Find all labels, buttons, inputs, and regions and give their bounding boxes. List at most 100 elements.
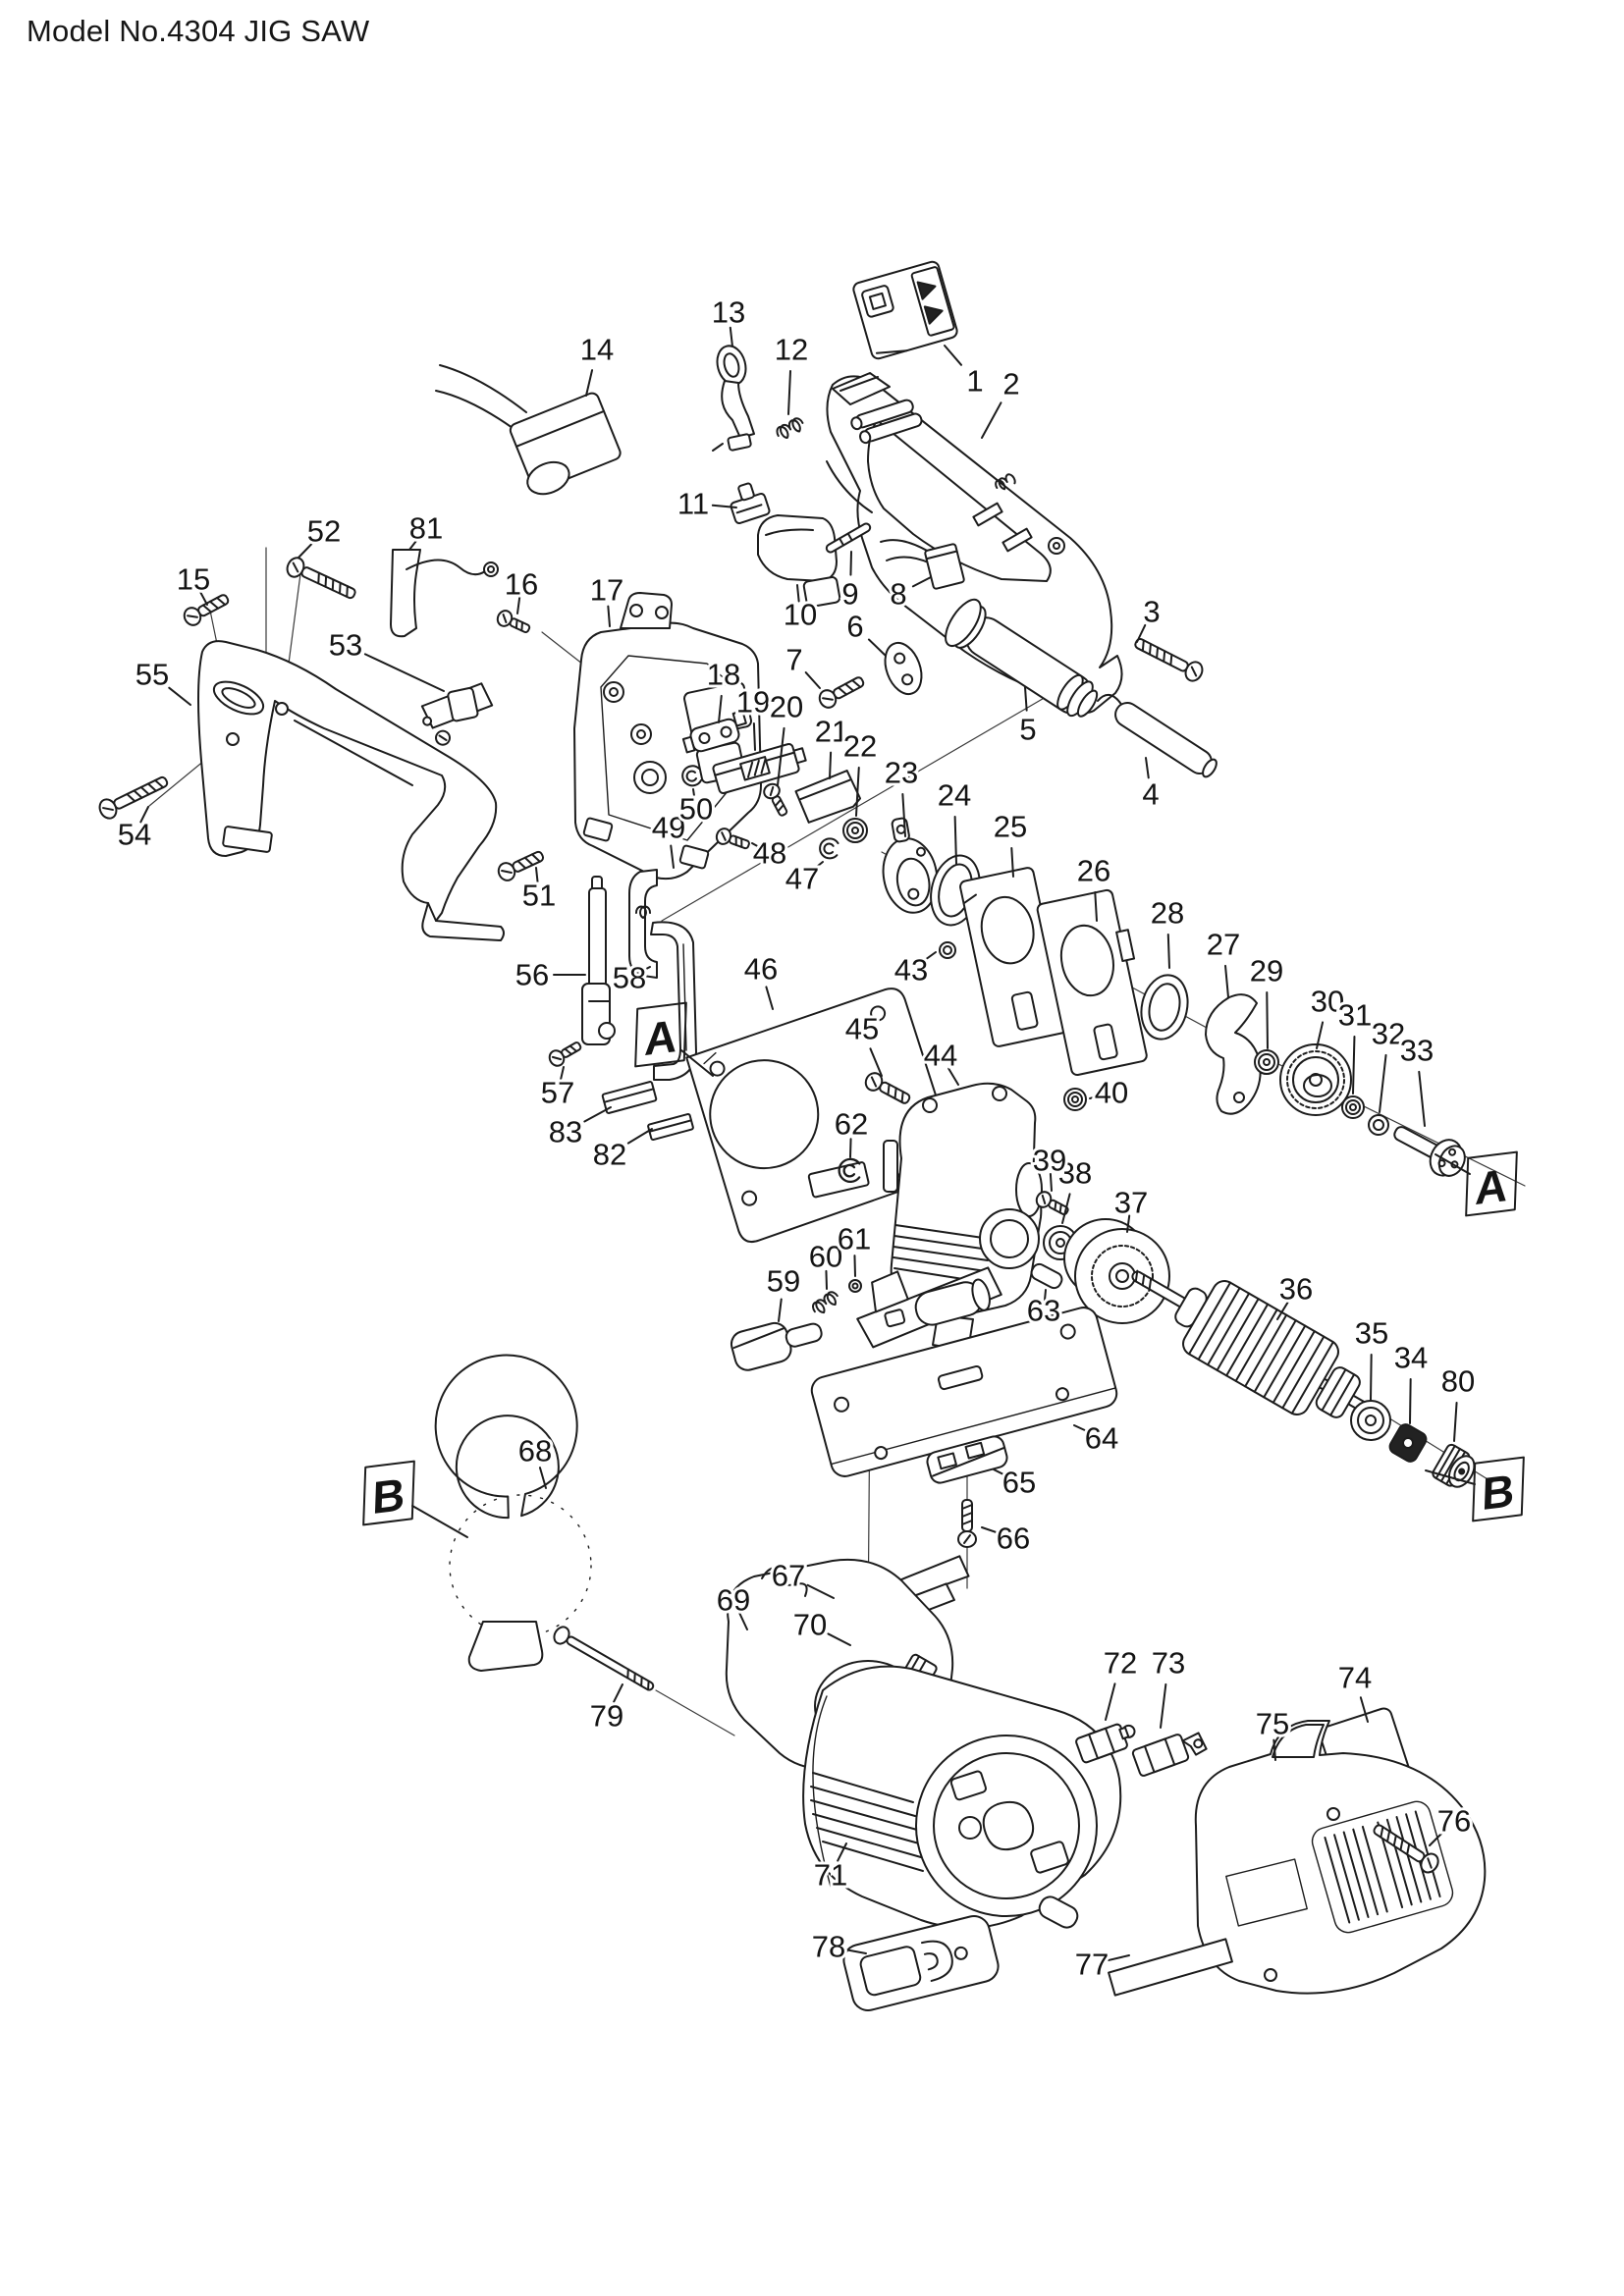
part-8-capacitor — [880, 539, 965, 590]
callout-leader-57 — [559, 1066, 565, 1083]
part-60-spring — [812, 1291, 839, 1314]
part-number-65: 65 — [1002, 1466, 1036, 1500]
callout-leader-55 — [168, 686, 191, 706]
part-number-1: 1 — [966, 364, 983, 399]
part-47-e-ring — [816, 835, 842, 862]
callout-leader-9 — [849, 551, 852, 576]
view-marker-a: A — [1465, 1150, 1518, 1217]
callout-leader-43 — [921, 951, 937, 963]
part-number-6: 6 — [846, 610, 863, 644]
callout-leader-19 — [752, 721, 756, 751]
callout-leader-37 — [1126, 1214, 1131, 1233]
part-number-64: 64 — [1085, 1421, 1118, 1456]
part-14-noise-suppressor — [435, 364, 622, 496]
part-number-16: 16 — [505, 567, 538, 602]
callout-leader-25 — [1010, 846, 1014, 878]
part-30-gear — [1279, 1043, 1352, 1116]
part-26-guide-plate-b — [1036, 888, 1148, 1077]
part-number-53: 53 — [329, 628, 362, 663]
part-number-5: 5 — [1019, 713, 1036, 747]
part-1-switch — [852, 260, 958, 360]
part-9-pin — [825, 522, 872, 554]
part-number-52: 52 — [307, 514, 341, 549]
callout-leader-32 — [1379, 1053, 1387, 1113]
part-number-21: 21 — [815, 715, 848, 749]
part-number-30: 30 — [1311, 985, 1344, 1019]
callout-leader-16 — [516, 596, 521, 614]
part-number-28: 28 — [1151, 896, 1184, 931]
part-71-motor-housing — [802, 1665, 1122, 1930]
part-number-11: 11 — [677, 487, 709, 521]
part-number-54: 54 — [118, 818, 151, 852]
marker-leader-b — [1425, 1469, 1476, 1485]
part-63-pin — [1030, 1262, 1063, 1290]
part-35-bearing — [1350, 1400, 1391, 1441]
callout-leader-27 — [1224, 964, 1229, 998]
part-21-guide-plate — [794, 770, 862, 824]
part-29-bearing — [1254, 1049, 1279, 1075]
part-56-plunger-rod — [581, 876, 616, 1045]
part-number-51: 51 — [522, 879, 556, 913]
part-number-8: 8 — [890, 577, 906, 612]
part-number-33: 33 — [1400, 1034, 1434, 1068]
part-34-rubber-pin — [1388, 1423, 1428, 1463]
callout-leader-4 — [1145, 757, 1150, 779]
part-number-19: 19 — [736, 685, 770, 720]
part-number-81: 81 — [409, 511, 443, 546]
part-number-79: 79 — [590, 1699, 623, 1734]
part-27-regulator-lever — [1205, 993, 1262, 1115]
part-number-63: 63 — [1027, 1294, 1060, 1328]
part-number-31: 31 — [1338, 998, 1372, 1033]
part-68-ring — [434, 1354, 592, 1672]
part-number-72: 72 — [1104, 1646, 1137, 1681]
part-number-38: 38 — [1058, 1156, 1092, 1191]
part-number-40: 40 — [1095, 1076, 1128, 1110]
marker-leader-b — [411, 1505, 468, 1538]
callout-leader-47 — [810, 861, 824, 873]
callout-leader-12 — [787, 369, 792, 415]
part-number-10: 10 — [784, 598, 817, 632]
part-number-76: 76 — [1437, 1804, 1471, 1839]
part-number-32: 32 — [1372, 1017, 1405, 1051]
part-18-blade-clamp — [681, 710, 747, 754]
part-number-25: 25 — [994, 810, 1027, 844]
callout-leader-10 — [796, 584, 800, 603]
callout-leader-17 — [607, 605, 611, 627]
part-32-washer — [1368, 1114, 1389, 1136]
part-81-wire-guard — [390, 549, 499, 638]
part-number-43: 43 — [894, 953, 928, 988]
part-73-brush-cap — [1131, 1732, 1208, 1777]
part-number-50: 50 — [679, 792, 713, 827]
leader-lines-layer — [139, 326, 1458, 1961]
part-number-24: 24 — [938, 778, 971, 813]
part-number-35: 35 — [1355, 1316, 1388, 1351]
part-54-screw — [95, 771, 172, 823]
view-marker-letter: A — [643, 1010, 677, 1065]
callout-leader-63 — [1043, 1289, 1047, 1303]
callout-leader-38 — [1061, 1193, 1071, 1224]
part-number-49: 49 — [652, 811, 685, 845]
part-number-34: 34 — [1394, 1341, 1428, 1375]
callout-leader-70 — [827, 1632, 851, 1646]
part-23-crank-plate — [882, 817, 939, 914]
callout-leader-61 — [853, 1255, 856, 1277]
part-10-trigger — [757, 514, 841, 608]
part-number-66: 66 — [997, 1522, 1030, 1556]
callout-leader-31 — [1352, 1035, 1356, 1095]
part-number-69: 69 — [717, 1583, 750, 1618]
callout-leader-6 — [867, 638, 887, 657]
part-number-22: 22 — [843, 729, 877, 764]
part-number-14: 14 — [580, 333, 614, 367]
marker-leader-a — [1435, 1153, 1471, 1175]
callout-leader-3 — [1136, 623, 1147, 643]
part-number-57: 57 — [541, 1076, 574, 1110]
part-number-47: 47 — [785, 862, 819, 896]
part-78-cord-clip-bracket — [842, 1915, 1000, 2011]
part-number-37: 37 — [1114, 1186, 1148, 1220]
part-number-2: 2 — [1002, 367, 1019, 401]
part-number-26: 26 — [1077, 854, 1110, 888]
part-40-washer — [1063, 1088, 1087, 1111]
part-66-screw — [957, 1499, 977, 1548]
part-57-screw — [545, 1037, 585, 1070]
